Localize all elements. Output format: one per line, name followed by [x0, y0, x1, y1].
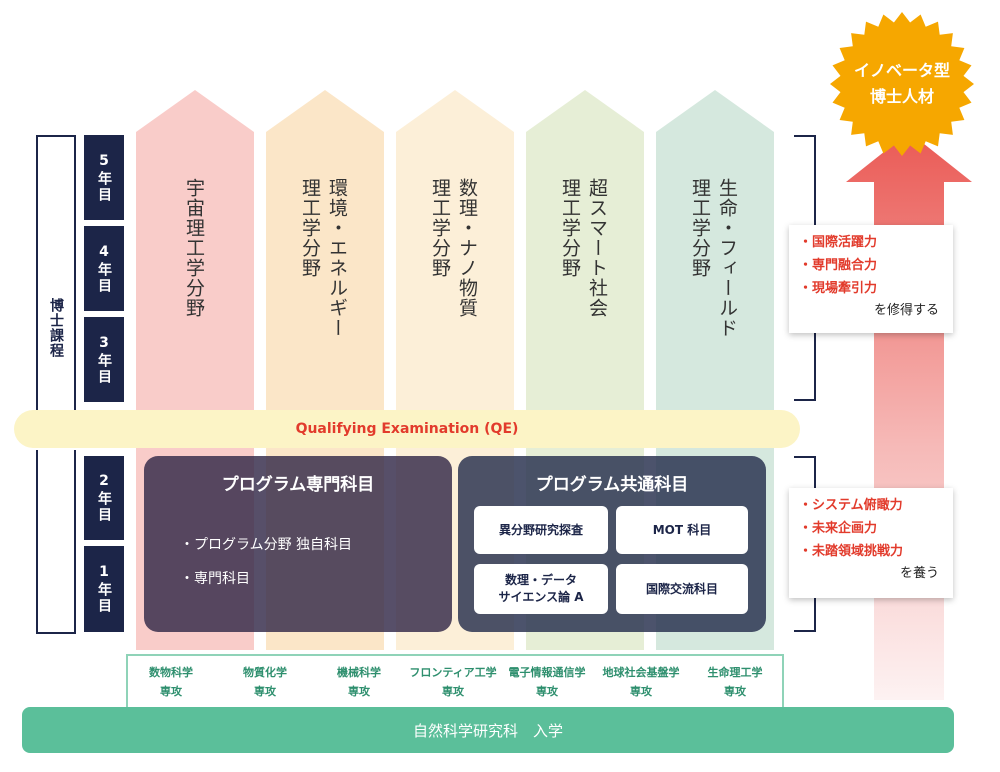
qe-band: Qualifying Examination (QE) — [14, 410, 800, 448]
skills-lower-suffix: を養う — [899, 566, 939, 581]
major-electronics: 電子情報通信学専攻 — [508, 666, 586, 698]
skills-upper-box: ・国際活躍力 ・専門融合力 ・現場牽引力 を修得する — [789, 225, 953, 333]
field-label-environment: 環境・エネルギー理工学分野 — [299, 178, 348, 338]
doctoral-bracket-top — [36, 135, 76, 410]
skill-item: ・現場牽引力 — [799, 281, 878, 296]
skills-upper-suffix: を修得する — [873, 303, 939, 318]
program-specialized-item: ・プログラム分野 独自科目 — [180, 537, 353, 553]
program-specialized-item: ・専門科目 — [180, 571, 250, 587]
year-4: 4年目 — [84, 226, 124, 311]
field-label-life-field: 生命・フィールド理工学分野 — [689, 178, 738, 338]
major-frontier-eng: フロンティア工学専攻 — [409, 666, 497, 698]
course-label: 博士課程 — [48, 298, 64, 358]
qe-label: Qualifying Examination (QE) — [295, 421, 519, 437]
program-common-title: プログラム共通科目 — [535, 475, 689, 495]
course-data-science-line: 数理・データ — [504, 573, 577, 588]
program-specialized-box: プログラム専門科目 ・プログラム分野 独自科目 ・専門科目 — [144, 456, 452, 632]
admission-label: 自然科学研究科 入学 — [412, 721, 563, 740]
major-physics-math: 数物科学専攻 — [149, 666, 193, 698]
year-5: 5年目 — [84, 135, 124, 220]
program-specialized-title: プログラム専門科目 — [221, 475, 375, 495]
skill-item: ・未来企画力 — [799, 521, 878, 536]
field-label-math-nano: 数理・ナノ物質理工学分野 — [429, 178, 478, 318]
year-3: 3年目 — [84, 317, 124, 402]
major-mechanical: 機械科学専攻 — [337, 666, 381, 698]
course-international-exchange: 国際交流科目 — [616, 564, 748, 614]
program-common-box: プログラム共通科目 異分野研究探査 MOT 科目 数理・データ サイエンス論 A… — [458, 456, 766, 632]
goal-badge-starburst — [830, 12, 974, 156]
field-label-smart-society: 超スマート社会理工学分野 — [559, 178, 608, 318]
skill-item: ・国際活躍力 — [799, 235, 878, 250]
skill-item: ・システム俯瞰力 — [799, 498, 903, 513]
majors-frame — [126, 654, 784, 708]
field-label-space: 宇宙理工学分野 — [183, 178, 205, 318]
major-materials-chem: 物質化学専攻 — [243, 666, 287, 698]
course-interdisciplinary: 異分野研究探査 — [474, 506, 608, 554]
major-life-science: 生命理工学専攻 — [707, 666, 763, 698]
growth-arrow — [846, 132, 972, 700]
course-data-science: 数理・データ サイエンス論 A — [474, 564, 608, 614]
skill-item: ・専門融合力 — [799, 258, 878, 273]
course-mot: MOT 科目 — [616, 506, 748, 554]
course-data-science-line: サイエンス論 A — [498, 590, 584, 604]
skills-lower-box: ・システム俯瞰力 ・未来企画力 ・未踏領域挑戦力 を養う — [789, 488, 953, 598]
year-2: 2年目 — [84, 456, 124, 540]
doctoral-bracket-bottom — [36, 450, 76, 634]
skill-item: ・未踏領域挑戦力 — [799, 544, 904, 559]
goal-badge-text: イノベータ型 博士人材 — [853, 61, 950, 106]
major-earth-society: 地球社会基盤学専攻 — [602, 666, 680, 698]
admission-bar: 自然科学研究科 入学 — [22, 707, 954, 753]
year-1: 1年目 — [84, 546, 124, 632]
